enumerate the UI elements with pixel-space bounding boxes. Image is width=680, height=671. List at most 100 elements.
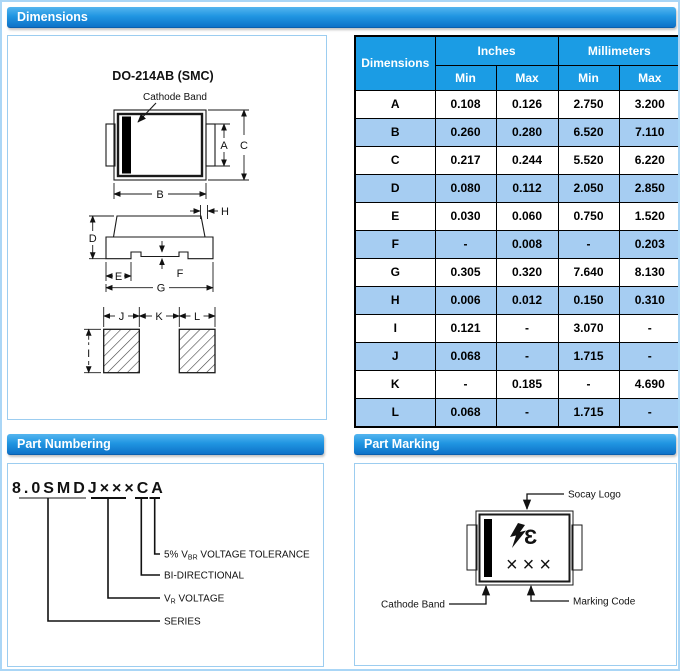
dim-value-cell: 0.012 [495,285,559,315]
dim-value-cell: 1.715 [557,341,620,371]
top-view: DO-214AB (SMC) Cathode Band A [105,69,249,201]
dimensions-table: Dimensions Inches Millimeters Min Max Mi… [354,35,678,428]
label-series: SERIES [164,617,201,628]
dim-letter-cell: K [354,369,436,399]
dim-a: A [212,123,230,167]
side-view: H D E [89,205,229,295]
dim-value-cell: 0.068 [434,397,497,427]
callout-lines [449,493,569,605]
dim-jkl: J K L [102,307,216,327]
dim-value-cell: 2.050 [557,173,620,203]
dim-c: C [208,109,249,181]
dim-label-h: H [221,206,229,218]
label-voltage-tolerance: 5% VBR VOLTAGE TOLERANCE [164,550,310,562]
dim-label-a: A [220,140,228,152]
body-outline-inner [116,112,204,178]
part-number: 8.0SMDJ×××CA [12,480,166,497]
footprint-view: J K L I [84,307,216,374]
dim-f: F [159,241,184,280]
dim-value-cell: 0.080 [434,173,497,203]
dim-b: B [113,183,207,201]
part-numbering-box: 8.0SMDJ×××CA 5% VBR VOLTAGE TOLERANCE BI… [7,463,324,667]
dim-value-cell: - [495,341,559,371]
label-vr-voltage: VR VOLTAGE [164,594,225,606]
dim-label-k: K [155,311,163,323]
dim-value-cell: 0.068 [434,341,497,371]
right-lead-tab [205,123,216,167]
label-socay-logo: Socay Logo [568,490,621,501]
dim-value-cell: 0.121 [434,313,497,343]
dim-value-cell: - [495,313,559,343]
section-header-dimensions: Dimensions [7,7,676,28]
dim-label-f: F [177,268,184,280]
dim-value-cell: 3.200 [618,89,678,119]
dim-value-cell: 0.320 [495,257,559,287]
cathode-band-callout: Cathode Band [143,92,207,103]
part-marking-svg: Ɛ ××× Socay Logo Cathode Band Marking Co… [381,490,636,611]
dim-value-cell: 0.006 [434,285,497,315]
dim-value-cell: 0.126 [495,89,559,119]
left-lead-tab [105,123,116,167]
marking-body-inner [478,513,571,583]
left-pad [103,328,140,374]
dim-value-cell: 1.520 [618,201,678,231]
dim-value-cell: 0.112 [495,173,559,203]
dim-value-cell: 0.305 [434,257,497,287]
dim-value-cell: 0.030 [434,201,497,231]
dim-g: G [105,262,214,295]
dim-letter-cell: L [354,397,436,427]
table-row: F-0.008-0.203 [354,229,678,259]
dim-letter-cell: E [354,201,436,231]
col-header-mm-max: Max [618,64,678,91]
dim-label-j: J [119,311,125,323]
section-header-part-marking: Part Marking [354,434,676,455]
col-header-millimeters: Millimeters [557,35,678,66]
part-number-connector-lines [47,498,160,622]
dim-value-cell: 6.220 [618,145,678,175]
col-header-inches: Inches [434,35,559,66]
dim-letter-cell: G [354,257,436,287]
dim-letter-cell: I [354,313,436,343]
marking-body-outer [475,510,574,586]
dim-value-cell: - [557,229,620,259]
body-base-leads [105,236,214,260]
part-marking-box: Ɛ ××× Socay Logo Cathode Band Marking Co… [354,463,677,666]
dim-value-cell: 3.070 [557,313,620,343]
label-cathode-band: Cathode Band [381,600,445,611]
dim-value-cell: 8.130 [618,257,678,287]
dim-value-cell: 0.280 [495,117,559,147]
dim-h: H [190,205,229,219]
dim-label-b: B [156,189,163,201]
part-numbering-svg: 8.0SMDJ×××CA 5% VBR VOLTAGE TOLERANCE BI… [12,480,310,628]
cathode-band [484,519,492,577]
dim-value-cell: - [557,369,620,399]
right-lead-tab [571,524,583,571]
dim-value-cell: - [618,313,678,343]
dim-value-cell: 0.150 [557,285,620,315]
dim-letter-cell: D [354,173,436,203]
col-header-dimensions: Dimensions [354,35,436,91]
svg-text:Ɛ: Ɛ [524,526,537,549]
dim-value-cell: 6.520 [557,117,620,147]
label-marking-code: Marking Code [573,597,636,608]
marking-code-symbols: ××× [506,554,556,576]
dim-label-c: C [240,140,248,152]
table-row: K-0.185-4.690 [354,369,678,399]
dim-value-cell: 0.244 [495,145,559,175]
dim-value-cell: 7.640 [557,257,620,287]
dim-value-cell: 0.310 [618,285,678,315]
socay-logo: Ɛ [510,523,537,549]
cathode-band [122,116,131,174]
package-drawing-svg: DO-214AB (SMC) Cathode Band A [84,69,249,374]
cathode-band-arrow [137,102,157,123]
dim-label-e: E [115,271,122,283]
dim-e: E [105,262,132,283]
package-title: DO-214AB (SMC) [112,69,213,83]
dim-value-cell: 2.750 [557,89,620,119]
